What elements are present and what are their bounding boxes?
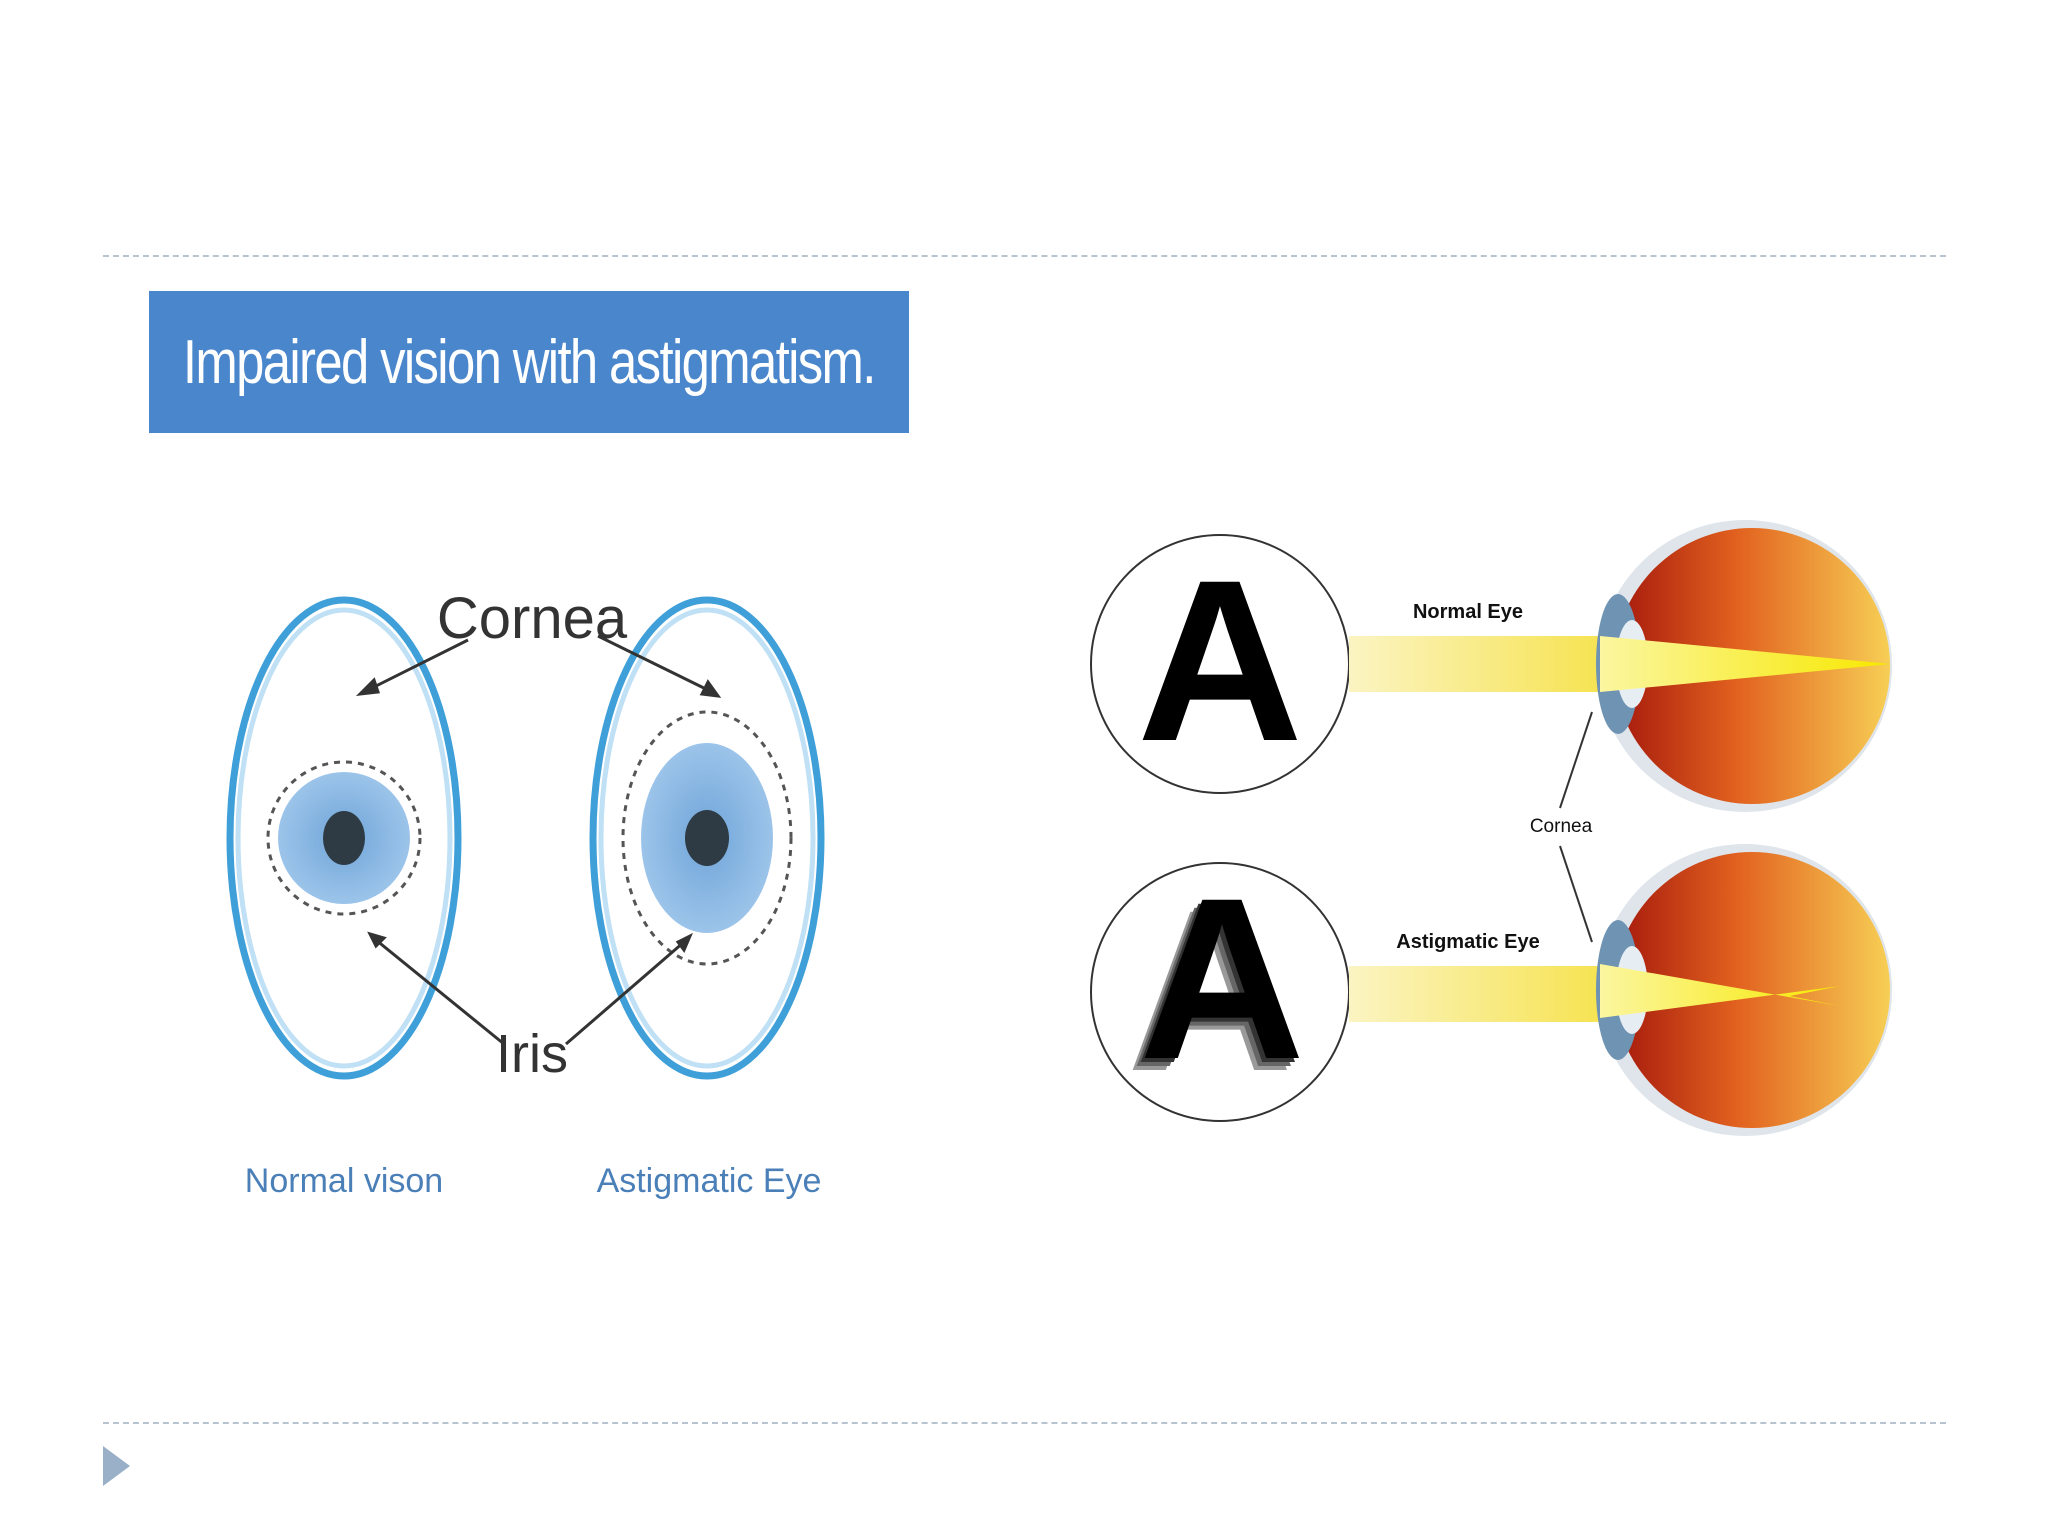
blur-shadow-3: A (1127, 862, 1293, 1119)
normal-eye-row: A Normal Eye (1090, 520, 1892, 812)
cornea-pointer (1559, 711, 1593, 943)
normal-eye-illustration (226, 596, 462, 1080)
next-slide-arrow-icon[interactable] (103, 1446, 130, 1486)
normal-pupil (323, 811, 365, 865)
blurred-letter: A (1139, 850, 1305, 1107)
caption-normal: Normal vison (245, 1162, 443, 1200)
astigmatic-pupil (685, 810, 729, 866)
right-cornea-label: Cornea (1530, 816, 1593, 837)
leader-lines (355, 634, 722, 1046)
blur-shadow-1: A (1135, 854, 1301, 1111)
cornea-label: Cornea (437, 586, 628, 651)
light-beam (1349, 636, 1619, 692)
astigmatic-eye-label: Astigmatic Eye (1396, 931, 1539, 953)
top-divider (103, 255, 1946, 257)
iris-label: Iris (496, 1024, 568, 1084)
light-beam-astigmatic (1349, 966, 1619, 1022)
astigmatic-eye-illustration (589, 596, 825, 1080)
figure-title: Impaired vision with astigmatism. (183, 327, 876, 397)
astigmatic-eye-row: A A A A Astigmatic Eye (1090, 844, 1892, 1136)
normal-eye-label: Normal Eye (1413, 601, 1523, 623)
bottom-divider (103, 1422, 1946, 1424)
split-focus-light (1600, 964, 1840, 1018)
figure-title-banner: Impaired vision with astigmatism. (149, 291, 909, 433)
caption-astigmatic: Astigmatic Eye (597, 1162, 822, 1200)
eyeball-astigmatic (1614, 852, 1890, 1128)
focused-light (1600, 636, 1890, 692)
blur-shadow-2: A (1131, 858, 1297, 1115)
sharp-letter: A (1137, 532, 1303, 789)
